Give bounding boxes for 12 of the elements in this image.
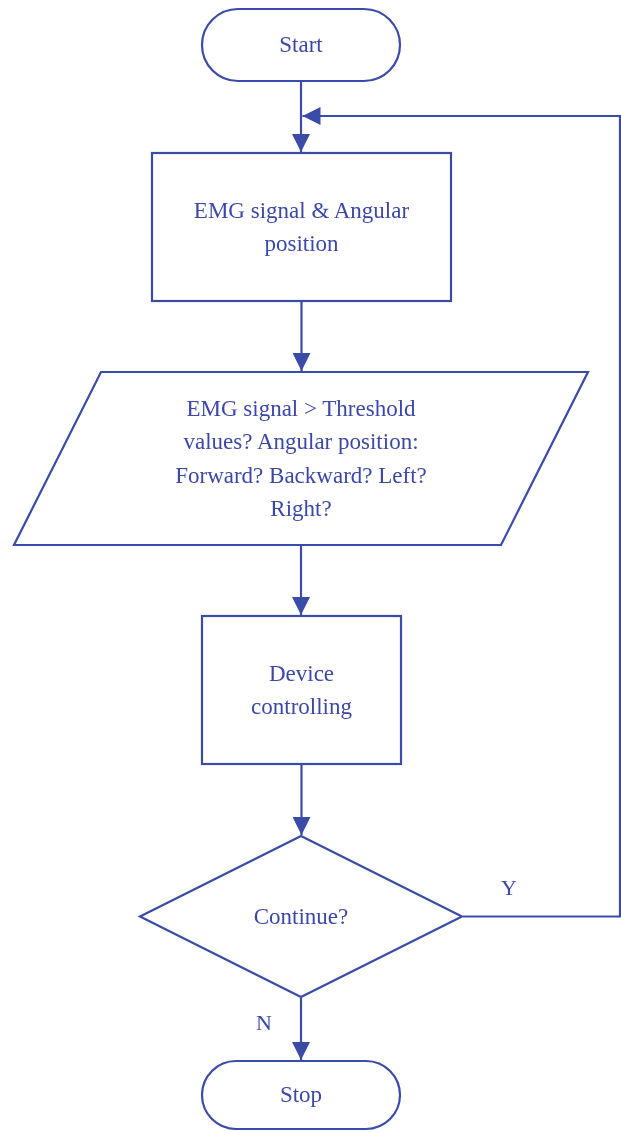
- node-text: EMG signal > Threshold values? Angular position: Forward? Backward? Left? Right?: [174, 394, 428, 523]
- node-text: Start: [279, 31, 323, 60]
- arrow: [292, 546, 310, 615]
- arrow: [292, 82, 310, 152]
- arrow: [302, 107, 621, 918]
- node-text: Stop: [279, 1081, 323, 1110]
- arrow: [292, 765, 311, 835]
- node-text: Continue?: [253, 902, 349, 931]
- arrow: [292, 302, 311, 371]
- node-text: Device controlling: [250, 659, 353, 721]
- arrow: [292, 998, 310, 1060]
- node-text: EMG signal & Angular position: [192, 196, 411, 258]
